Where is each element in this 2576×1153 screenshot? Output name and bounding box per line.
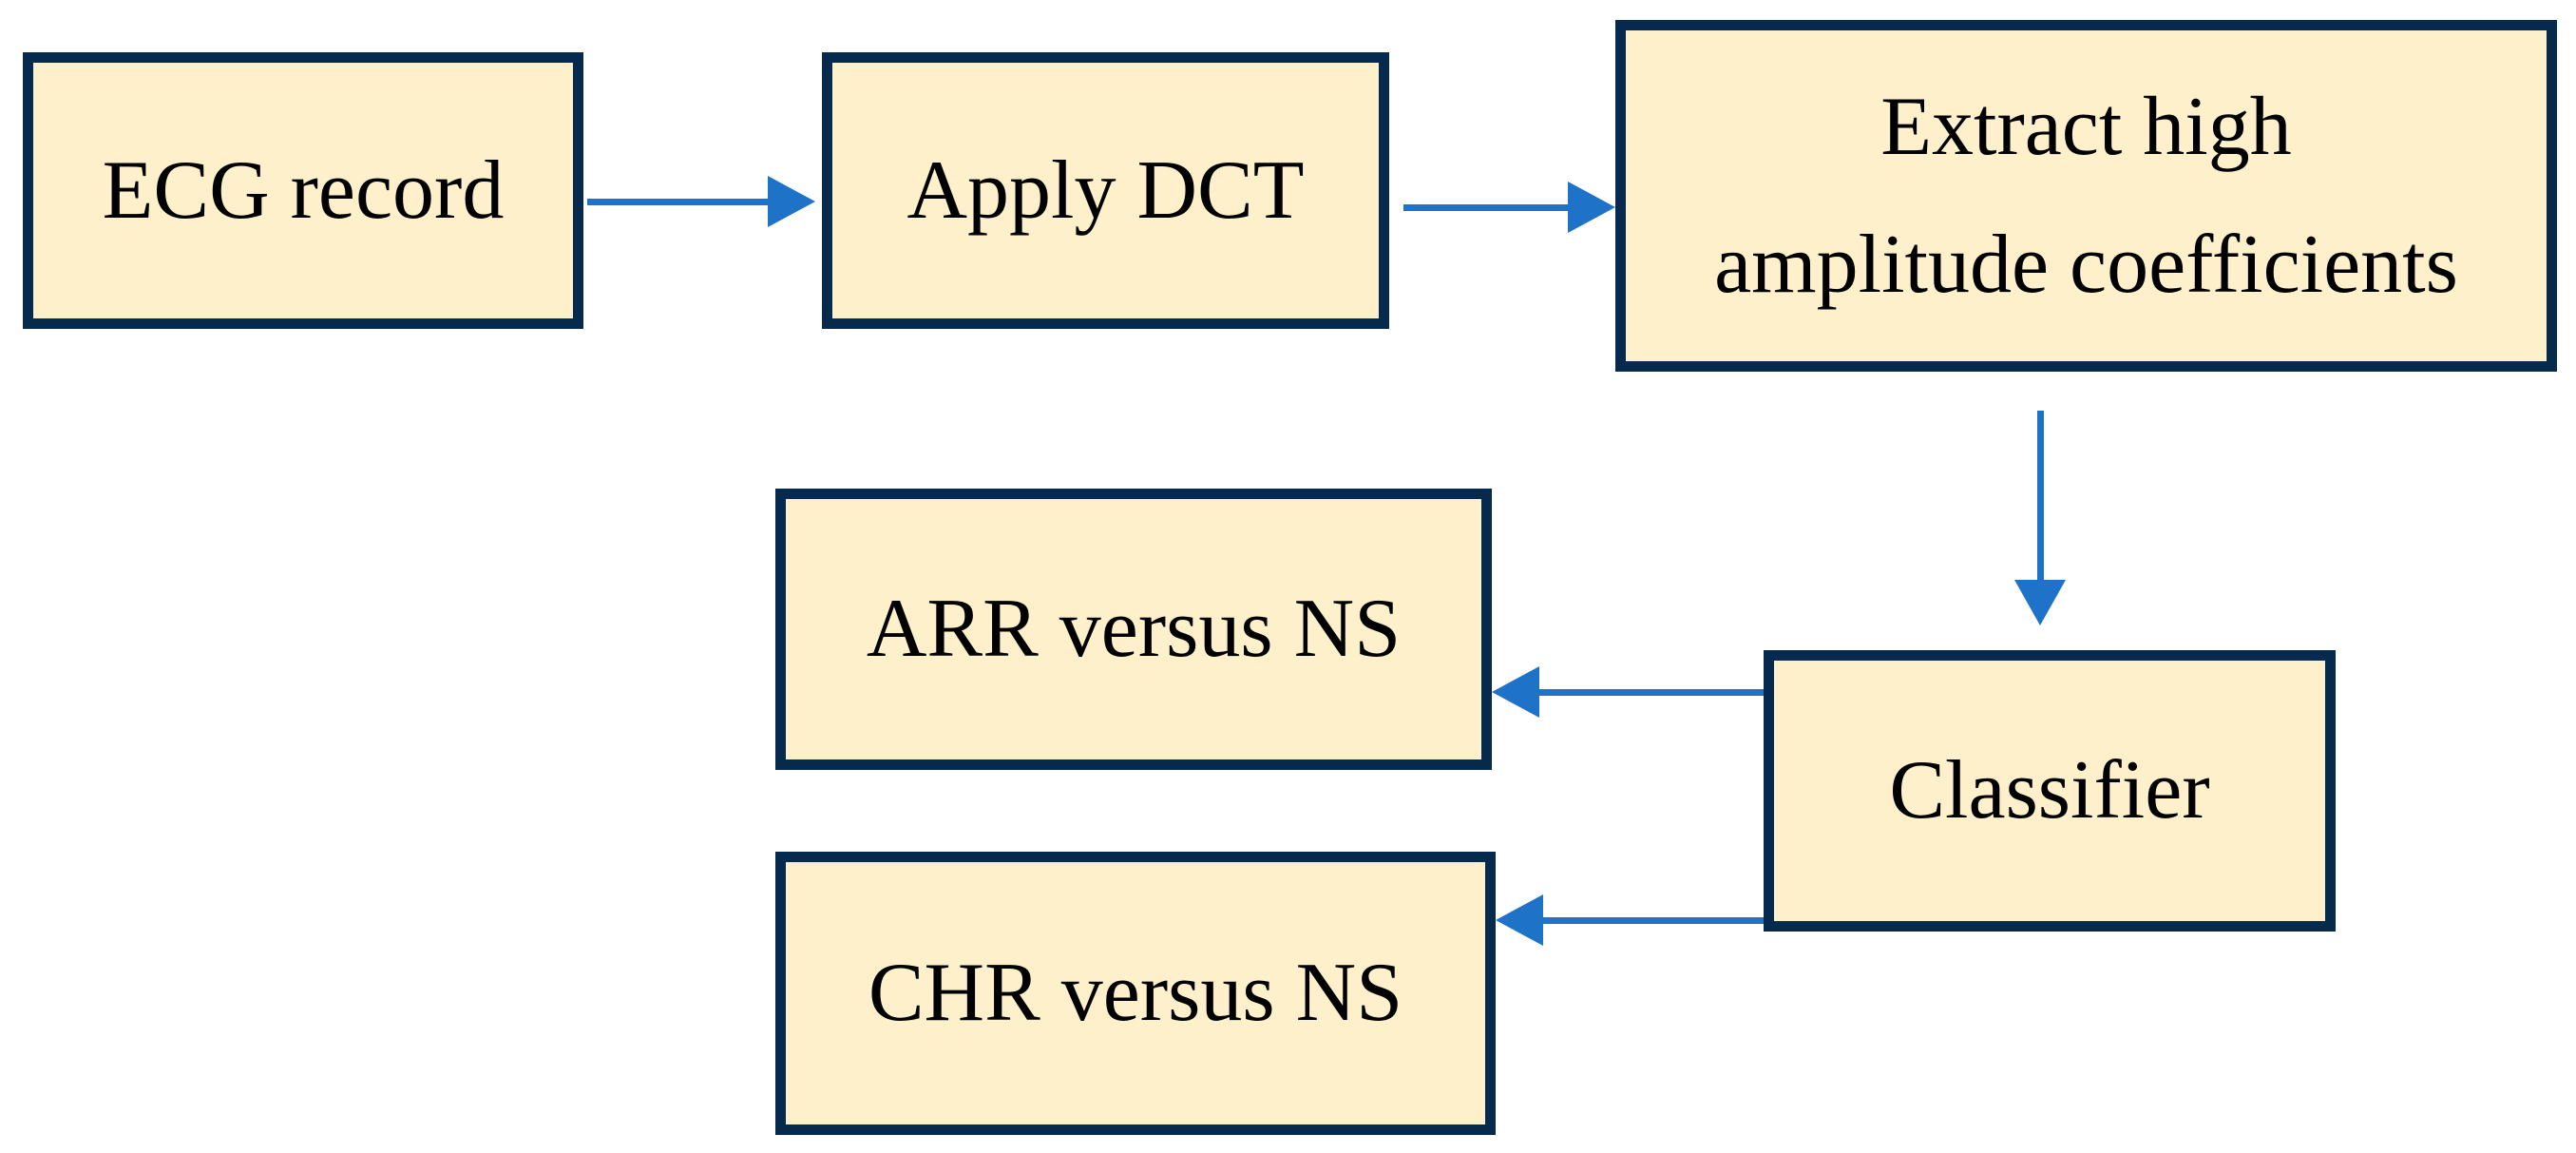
arrow-line [587,199,770,205]
node-apply-dct-label: Apply DCT [906,144,1305,237]
node-chr-versus-ns-label: CHR versus NS [868,947,1403,1040]
arrowhead-right-icon [768,176,815,227]
node-extract-label-line-1: Extract high [1880,81,2292,173]
arrowhead-left-icon [1492,666,1539,718]
node-arr-versus-ns-label: ARR versus NS [866,583,1402,676]
arrow-line [2037,411,2044,582]
node-extract-label-line-2: amplitude coefficients [1714,219,2458,311]
arrow-line [1537,689,1764,696]
node-classifier: Classifier [1764,650,2336,932]
arrowhead-left-icon [1496,894,1543,946]
arrowhead-right-icon [1568,182,1615,233]
arrowhead-down-icon [2014,580,2066,625]
node-extract-high-amplitude-coefficients: Extract high amplitude coefficients [1615,20,2557,372]
node-arr-versus-ns: ARR versus NS [775,489,1492,770]
node-apply-dct: Apply DCT [822,52,1389,329]
node-ecg-record-label: ECG record [102,144,505,237]
arrow-line [1541,917,1764,924]
node-ecg-record: ECG record [23,52,583,329]
arrow-line [1403,204,1570,211]
node-chr-versus-ns: CHR versus NS [775,852,1496,1135]
node-classifier-label: Classifier [1889,744,2210,837]
